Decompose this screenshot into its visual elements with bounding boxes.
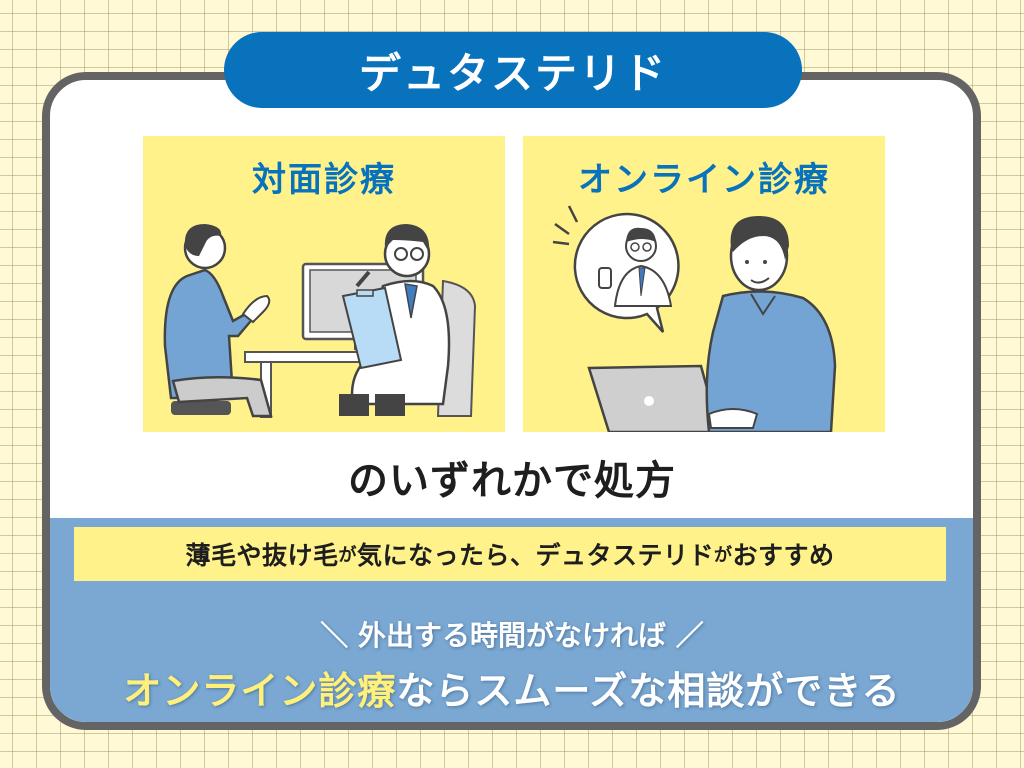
caption-line-2-text: ならスムーズな相談ができる bbox=[396, 669, 901, 713]
caption-right-mark: ／ bbox=[675, 619, 704, 652]
in-person-consultation-illustration bbox=[163, 224, 477, 418]
page-title: デュタステリド bbox=[358, 48, 667, 98]
banner-text-2: が bbox=[338, 545, 357, 566]
title-pill: デュタステリド bbox=[224, 32, 802, 108]
caption-line-1: ＼ 外出する時間がなければ ／ bbox=[0, 614, 1024, 654]
banner-text-5: おすすめ bbox=[732, 541, 835, 570]
recommendation-banner: 薄毛や抜け毛が気になったら、デュタステリドがおすすめ bbox=[74, 527, 946, 581]
prescription-text: のいずれかで処方 bbox=[348, 458, 676, 504]
caption-line-1-text: 外出する時間がなければ bbox=[357, 619, 666, 652]
caption-highlight: オンライン診療 bbox=[123, 669, 397, 713]
online-consultation-illustration bbox=[552, 205, 837, 432]
panel-title-online: オンライン診療 bbox=[578, 160, 830, 200]
caption-line-2: オンライン診療ならスムーズな相談ができる bbox=[0, 660, 1024, 715]
panel-in-person: 対面診療 bbox=[143, 136, 505, 432]
banner-text-1: 薄毛や抜け毛 bbox=[185, 541, 339, 570]
banner-text-3: 気になったら、デュタステリド bbox=[356, 541, 714, 570]
panel-title-in-person: 対面診療 bbox=[252, 160, 396, 200]
caption-left-mark: ＼ bbox=[320, 619, 349, 652]
panel-online: オンライン診療 bbox=[523, 136, 885, 432]
banner-text-4: が bbox=[714, 545, 733, 566]
